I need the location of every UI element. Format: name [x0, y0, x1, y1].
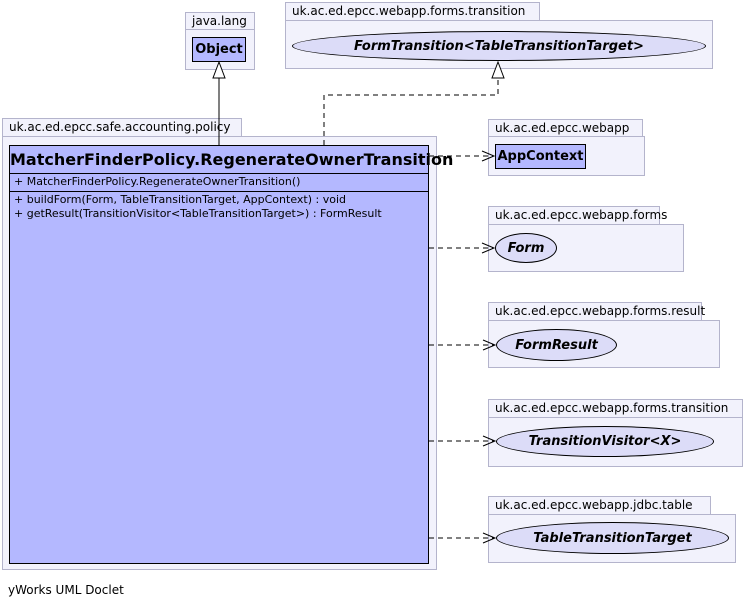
- method-get-result: + getResult(TransitionVisitor<TableTrans…: [14, 207, 382, 220]
- arrow-depends-transition-visitor: [482, 435, 497, 447]
- arrow-depends-form: [481, 242, 496, 254]
- class-regenerate-owner-transition[interactable]: MatcherFinderPolicy.RegenerateOwnerTrans…: [9, 145, 453, 564]
- method-section: + buildForm(Form, TableTransitionTarget,…: [10, 192, 428, 221]
- edge-implements-form-transition: [323, 78, 499, 145]
- interface-form-result[interactable]: FormResult: [496, 329, 617, 361]
- method-build-form: + buildForm(Form, TableTransitionTarget,…: [14, 193, 346, 206]
- footer-credit: yWorks UML Doclet: [8, 583, 124, 597]
- class-title: MatcherFinderPolicy.RegenerateOwnerTrans…: [10, 146, 453, 174]
- interface-transition-visitor[interactable]: TransitionVisitor<X>: [496, 426, 714, 457]
- arrowhead-extends-object: [212, 60, 226, 79]
- arrowhead-implements-form-transition: [491, 60, 505, 79]
- arrow-depends-form-result: [482, 339, 497, 351]
- arrow-depends-app-context: [481, 150, 496, 162]
- constructor-section: + MatcherFinderPolicy.RegenerateOwnerTra…: [10, 174, 428, 192]
- interface-table-transition-target[interactable]: TableTransitionTarget: [496, 522, 729, 554]
- interface-form-transition[interactable]: FormTransition<TableTransitionTarget>: [292, 31, 706, 61]
- arrow-depends-table-transition-target: [482, 532, 497, 544]
- interface-form[interactable]: Form: [495, 233, 557, 263]
- constructor: + MatcherFinderPolicy.RegenerateOwnerTra…: [14, 175, 301, 188]
- package-tab-webapp: uk.ac.ed.epcc.webapp: [488, 119, 643, 137]
- package-tab-jdbc-table: uk.ac.ed.epcc.webapp.jdbc.table: [488, 496, 711, 515]
- class-app-context[interactable]: AppContext: [495, 144, 586, 169]
